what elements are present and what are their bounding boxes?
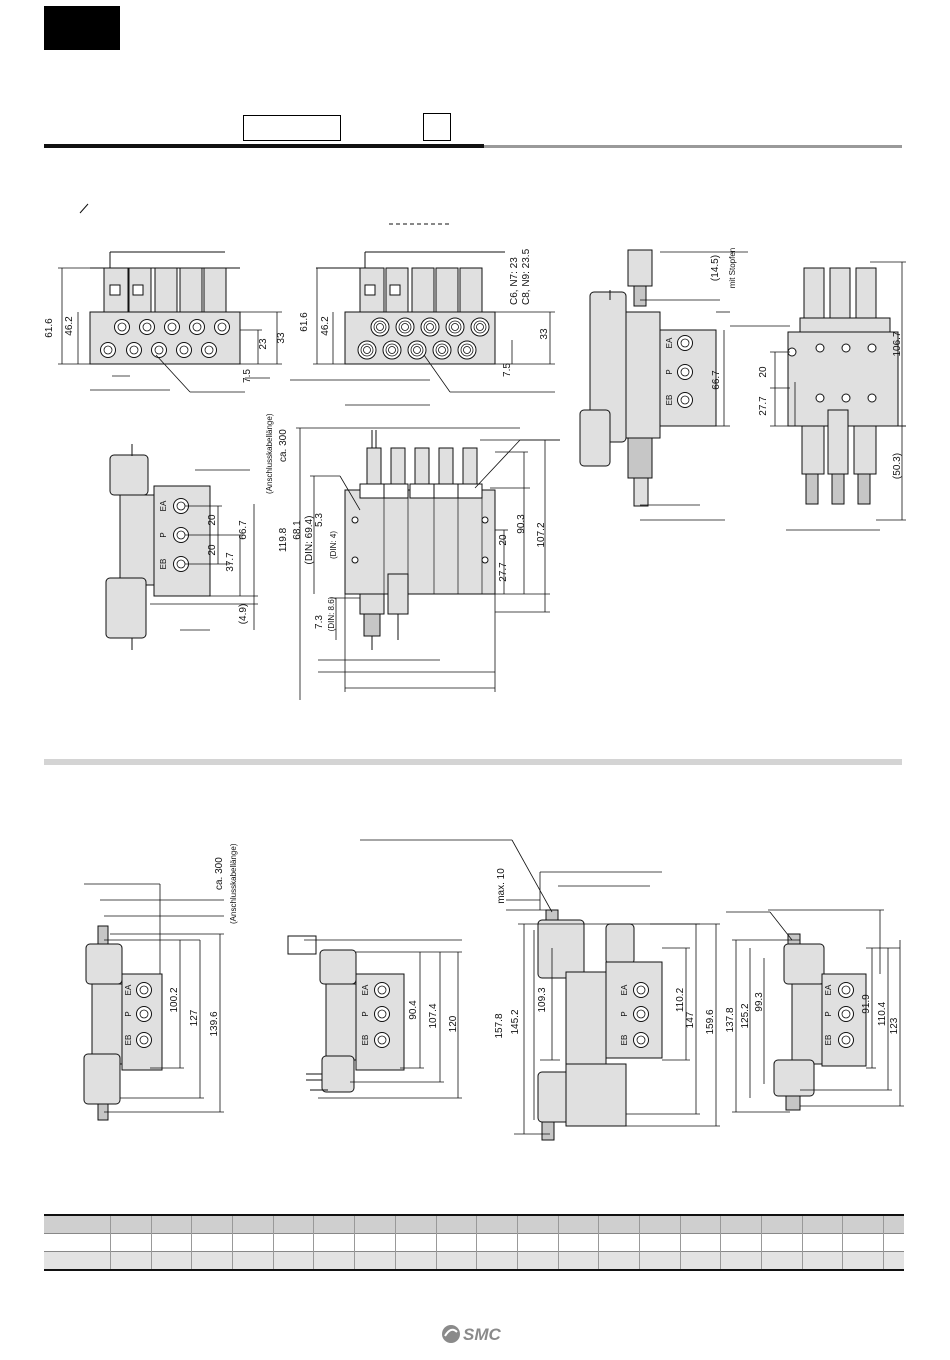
dim-110-2: 110.2 [675, 987, 686, 1012]
dim-66-7-b: 66.7 [238, 520, 249, 540]
dim-107-4: 107.4 [428, 1003, 439, 1028]
dim-120: 120 [448, 1015, 459, 1032]
section-separator [44, 759, 902, 765]
label-ca300-2: ca. 300 [214, 857, 225, 890]
table-row [44, 1233, 904, 1252]
dim-37-7: 37.7 [225, 552, 236, 572]
valve-side-view-2 [105, 444, 211, 650]
port-label-ea-4: EA [361, 984, 370, 995]
dim-20-b: 20 [207, 514, 218, 526]
dim-61-6-a: 61.6 [44, 318, 55, 338]
port-label-ea-5: EA [620, 984, 629, 995]
manifold-front-view-1 [89, 251, 241, 365]
port-label-eb-4: EB [361, 1035, 370, 1046]
dim-20-d: 20 [498, 534, 509, 546]
port-label-p-3: P [124, 1011, 133, 1016]
port-label-eb-5: EB [620, 1035, 629, 1046]
header-code-box [423, 113, 451, 141]
dim-68-1: 68.1 [292, 520, 303, 540]
port-label-ea-1: EA [665, 337, 674, 348]
port-label-ea-3: EA [124, 984, 133, 995]
table-row [44, 1251, 904, 1271]
dim-27-7-a: 27.7 [758, 396, 769, 416]
dim-din-4: (DIN: 4) [329, 531, 338, 559]
dim-14-5: (14.5) [710, 255, 721, 281]
dim-145-2: 145.2 [510, 1009, 521, 1034]
dim-123: 123 [889, 1017, 900, 1034]
label-ca300-1: ca. 300 [278, 429, 289, 462]
dim-110-4: 110.4 [877, 1001, 888, 1026]
dim-5-3: 5.3 [314, 513, 325, 527]
label-max10: max. 10 [496, 868, 507, 904]
valve-side-view-1 [579, 249, 717, 507]
section-tab [44, 6, 120, 50]
valve-side-view-6 [773, 933, 867, 1111]
dim-4-9: (4.9) [238, 604, 249, 625]
dim-61-6-b: 61.6 [299, 312, 310, 332]
dim-127: 127 [189, 1009, 200, 1026]
port-label-eb-3: EB [124, 1035, 133, 1046]
dim-c6n7: C6, N7: 23 [509, 257, 520, 305]
label-cable-length-1: (Anschlusskabellänge) [265, 413, 274, 494]
port-label-p-1: P [665, 369, 674, 374]
dim-din-8-6: (DIN: 8.6) [327, 596, 336, 631]
dim-7-3: 7.3 [314, 615, 325, 629]
dim-c8n9: C8, N9: 23.5 [521, 248, 532, 305]
dim-20-c: 20 [207, 544, 218, 556]
dim-46-2-b: 46.2 [320, 316, 331, 336]
label-with-plug: mit Stopfen [728, 248, 737, 288]
port-label-p-6: P [824, 1011, 833, 1016]
dim-139-6: 139.6 [209, 1011, 220, 1036]
dim-109-3: 109.3 [537, 987, 548, 1012]
port-label-p-5: P [620, 1011, 629, 1016]
port-label-eb-1: EB [665, 395, 674, 406]
dim-159-6: 159.6 [705, 1009, 716, 1034]
smc-logo-text: SMC [463, 1325, 502, 1344]
dim-90-3: 90.3 [516, 514, 527, 534]
dim-90-4: 90.4 [408, 1000, 419, 1020]
dim-7-5-b: 7.5 [502, 363, 513, 377]
dim-27-7-b: 27.7 [498, 562, 509, 582]
dimension-table [44, 1214, 904, 1271]
header-rule-dark [44, 144, 484, 148]
port-label-eb-6: EB [824, 1035, 833, 1046]
port-label-ea-2: EA [159, 500, 168, 511]
dim-147: 147 [685, 1011, 696, 1028]
dim-7-5-a: 7.5 [242, 369, 253, 383]
dim-33-b: 33 [539, 328, 550, 340]
dim-din-69-4: (DIN: 69.4) [304, 516, 315, 565]
dim-99-3: 99.3 [754, 992, 765, 1012]
dim-106-7: 106.7 [892, 331, 903, 356]
dim-137-8: 137.8 [725, 1007, 736, 1032]
port-label-p-2: P [159, 532, 168, 537]
port-label-eb-2: EB [159, 559, 168, 570]
dim-66-7-a: 66.7 [711, 370, 722, 390]
smc-logo: SMC [442, 1325, 502, 1344]
manifold-end-view [787, 267, 899, 505]
manifold-top-view [344, 430, 496, 650]
label-cable-length-2: (Anschlusskabellänge) [229, 843, 238, 924]
table-header-row [44, 1214, 904, 1234]
header-rule-grey [484, 145, 902, 148]
dim-50-3: (50.3) [892, 453, 903, 479]
dim-100-2: 100.2 [169, 987, 180, 1012]
valve-side-view-5 [537, 909, 663, 1141]
dim-107-2: 107.2 [536, 522, 547, 547]
dim-46-2-a: 46.2 [64, 316, 75, 336]
port-label-p-4: P [361, 1011, 370, 1016]
dim-119-8: 119.8 [278, 527, 289, 552]
dim-91-9: 91.9 [861, 994, 872, 1014]
valve-side-view-3 [83, 925, 163, 1121]
header-model-box [243, 115, 341, 141]
dim-23-a: 23 [258, 338, 269, 350]
dim-125-2: 125.2 [740, 1003, 751, 1028]
dim-33-a: 33 [276, 332, 287, 344]
dim-20-a: 20 [758, 366, 769, 378]
dim-157-8: 157.8 [494, 1013, 505, 1038]
port-label-ea-6: EA [824, 984, 833, 995]
